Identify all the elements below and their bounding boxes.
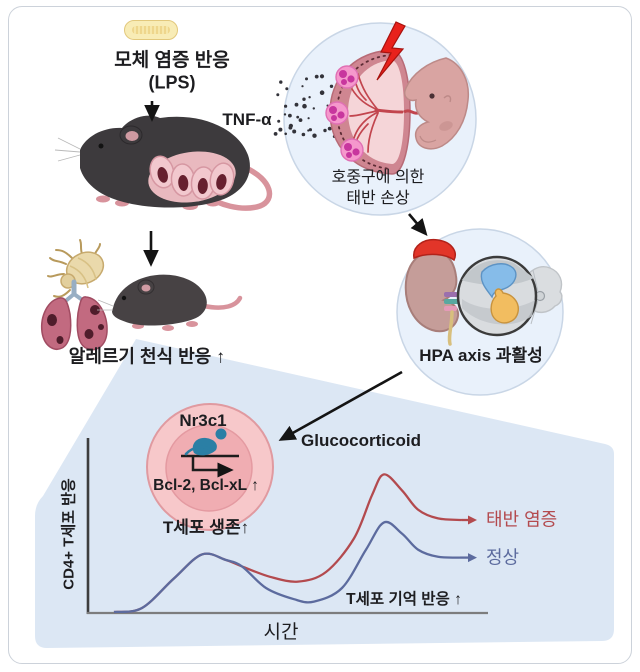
lightning-icon (376, 21, 406, 81)
nr3c1-label: Nr3c1 (179, 411, 227, 431)
pregnant-mouse-illustration (54, 115, 273, 211)
memory-response-annotation: T세포 기억 반응 ↑ (346, 591, 462, 609)
curve-arrowhead-placental (468, 515, 477, 525)
curve-normal (113, 520, 461, 614)
asthma-outcome-label: 알레르기 천식 반응 ↑ (68, 346, 226, 367)
offspring-mouse-illustration (97, 274, 243, 331)
chart-y-axis-label: CD4+ T세포 반응 (60, 478, 78, 590)
highlight-beam (35, 339, 614, 648)
fetus-illustration (404, 57, 470, 150)
neutrophil-cells (325, 65, 364, 162)
placenta-villi (349, 73, 404, 153)
legend-normal: 정상 (486, 547, 520, 568)
transcription-arrow (191, 456, 234, 478)
curve-arrowhead-normal (468, 553, 477, 563)
chart-x-axis-label: 시간 (263, 622, 299, 644)
legend-placental-inflammation: 태반 염증 (486, 509, 558, 530)
arrow-placenta-to-hpa (408, 213, 428, 236)
tcell-nr3c1-illustration (146, 403, 274, 531)
tnf-alpha-label: TNF-α (222, 110, 272, 130)
flow-arrows (143, 101, 428, 441)
bcl-targets-label: Bcl-2, Bcl-xL ↑ (153, 477, 259, 495)
embryo-sacs (148, 151, 236, 203)
dust-mite-illustration (47, 239, 105, 298)
tcell-survival-label: T세포 생존↑ (162, 518, 250, 538)
corner-watermark-badge (124, 20, 178, 40)
kidney-adrenal-illustration (404, 238, 460, 346)
hpa-axis-circle (396, 228, 564, 396)
placenta-caption-line2: 태반 손상 (346, 189, 410, 207)
arrow-hpa-to-cell (278, 370, 403, 441)
placenta-damage-circle (273, 21, 477, 216)
chart (86, 438, 488, 615)
hypothalamus-pituitary-inset (456, 255, 538, 337)
hpa-caption: HPA axis 과활성 (419, 346, 543, 366)
glucocorticoid-label: Glucocorticoid (301, 431, 421, 451)
maternal-title-line2: (LPS) (148, 72, 196, 93)
receptor-glyph (184, 428, 227, 456)
inflamed-lungs-illustration (40, 279, 108, 351)
placenta-caption-line1: 호중구에 의한 (331, 168, 425, 186)
maternal-title-line1: 모체 염증 반응 (114, 50, 230, 72)
watermark-texture (132, 26, 170, 34)
